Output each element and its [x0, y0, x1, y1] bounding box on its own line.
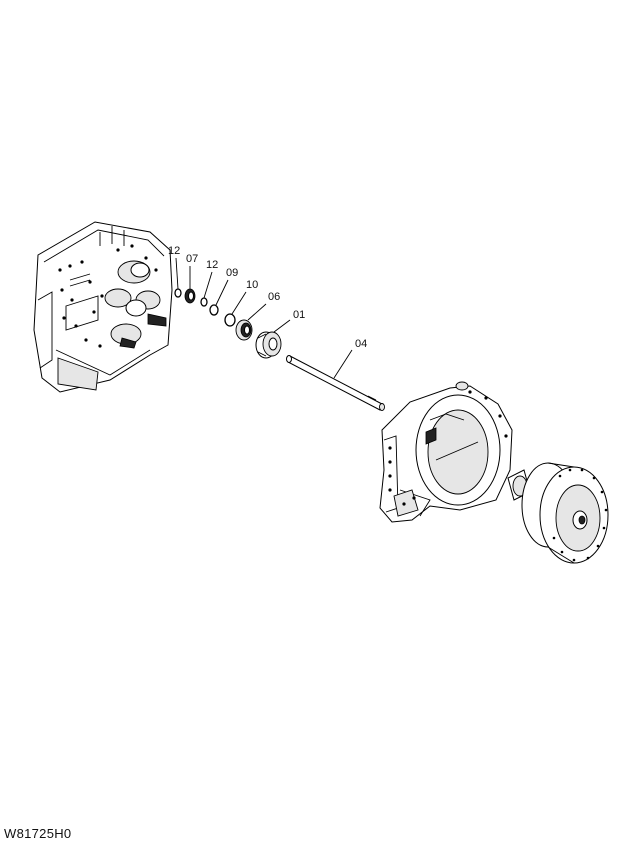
torque-converter [507, 462, 609, 564]
callout-09: 09 [226, 267, 238, 279]
callout-12-upper: 12 [168, 245, 180, 257]
shaft-04 [286, 355, 385, 411]
drawing-code: W81725H0 [4, 826, 72, 841]
ring-12-upper [174, 288, 182, 298]
ring-09 [209, 304, 219, 316]
converter-housing [379, 381, 513, 523]
transmission-housing [33, 221, 173, 393]
callout-07: 07 [186, 253, 198, 265]
bearing-01 [255, 331, 282, 359]
callout-06: 06 [268, 291, 280, 303]
callout-01: 01 [293, 309, 305, 321]
seal-07 [184, 288, 196, 304]
leader-lines [175, 257, 353, 379]
bearing-06 [235, 319, 253, 341]
callout-10: 10 [246, 279, 258, 291]
callout-04: 04 [355, 338, 367, 350]
ring-12-lower [200, 297, 208, 307]
ring-10 [224, 313, 236, 327]
callout-12-lower: 12 [206, 259, 218, 271]
